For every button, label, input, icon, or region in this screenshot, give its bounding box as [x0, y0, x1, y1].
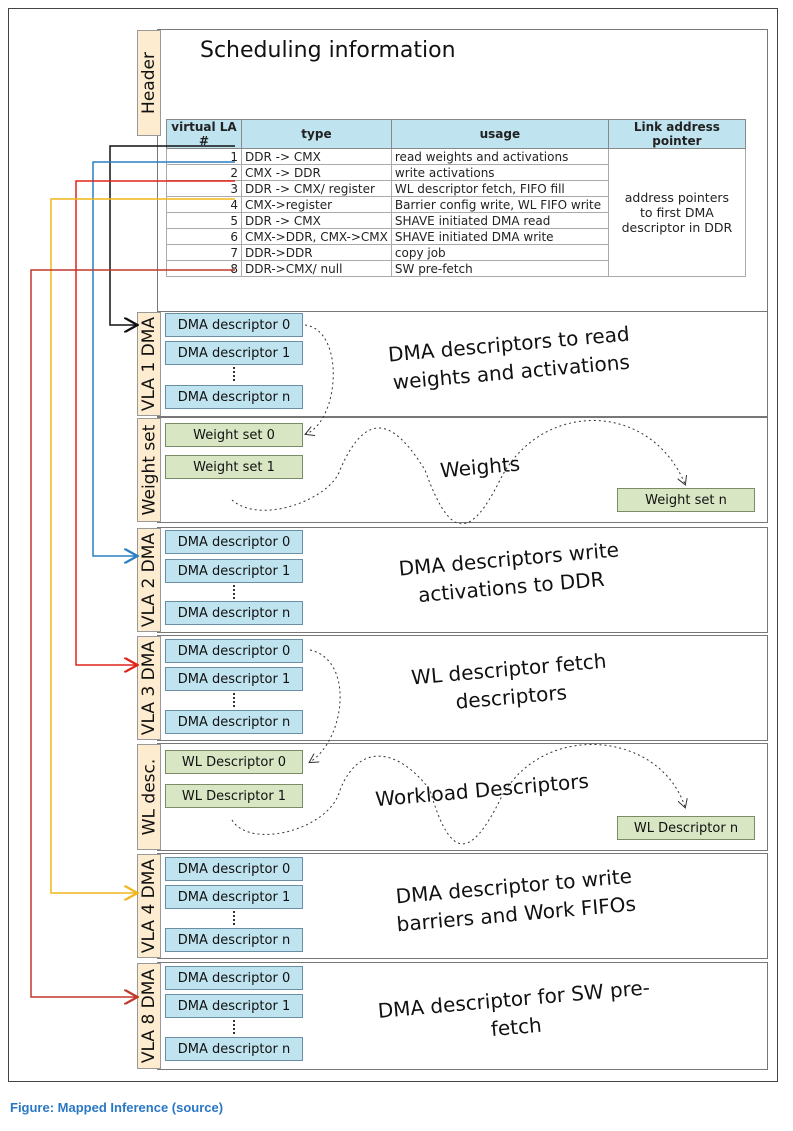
ellipsis-dots [233, 585, 235, 599]
dma-descriptor-box: DMA descriptor n [165, 601, 303, 625]
table-cell: CMX->register [241, 196, 392, 213]
dma-descriptor-box: DMA descriptor 0 [165, 313, 303, 337]
vla8-label: VLA 8 DMA [137, 963, 161, 1069]
weight-set-box: Weight set n [617, 488, 755, 512]
dma-descriptor-box: DMA descriptor n [165, 1037, 303, 1061]
table-cell: DDR->CMX/ null [241, 260, 392, 277]
column-header: virtual LA # [166, 119, 242, 149]
wl-label: WL desc. [137, 744, 161, 850]
table-cell: read weights and activations [390, 148, 609, 165]
link-line-4 [50, 198, 235, 893]
weight-set-box: Weight set 1 [165, 455, 303, 479]
table-cell: CMX -> DDR [241, 164, 392, 181]
source-link[interactable]: source [176, 1100, 219, 1115]
column-header: type [241, 119, 392, 149]
wl-descriptor-box: WL Descriptor n [617, 816, 755, 840]
vla2-label: VLA 2 DMA [137, 528, 161, 632]
table-cell: SW pre-fetch [390, 260, 609, 277]
dotted-curve [231, 744, 685, 845]
table-cell: DDR -> CMX/ register [241, 180, 392, 197]
dma-descriptor-box: DMA descriptor 0 [165, 639, 303, 663]
dma-descriptor-box: DMA descriptor 1 [165, 885, 303, 909]
ellipsis-dots [233, 1020, 235, 1034]
table-cell: 8 [166, 260, 242, 277]
table-cell: CMX->DDR, CMX->CMX [241, 228, 392, 245]
table-cell: SHAVE initiated DMA read [390, 212, 609, 229]
dma-descriptor-box: DMA descriptor 1 [165, 994, 303, 1018]
vla3-label: VLA 3 DMA [137, 636, 161, 740]
weights-label: Weight set [137, 418, 161, 522]
ellipsis-dots [233, 911, 235, 925]
dma-descriptor-box: DMA descriptor n [165, 385, 303, 409]
dotted-curve [305, 324, 334, 434]
dma-descriptor-box: DMA descriptor n [165, 928, 303, 952]
vla1-label: VLA 1 DMA [137, 312, 161, 416]
wl-descriptor-box: WL Descriptor 1 [165, 784, 303, 808]
dma-descriptor-box: DMA descriptor 1 [165, 667, 303, 691]
virtual-la-table: virtual LA # type usage Link address poi… [166, 119, 746, 277]
dma-descriptor-box: DMA descriptor 1 [165, 559, 303, 583]
dma-descriptor-box: DMA descriptor 0 [165, 530, 303, 554]
link-line-8 [30, 269, 235, 997]
table-cell: SHAVE initiated DMA write [390, 228, 609, 245]
ellipsis-dots [233, 693, 235, 707]
weight-set-box: Weight set 0 [165, 423, 303, 447]
dotted-curve [310, 649, 341, 762]
link-line-1 [109, 145, 235, 325]
dma-descriptor-box: DMA descriptor 1 [165, 341, 303, 365]
figure-caption: Figure: Mapped Inference (source) [10, 1100, 224, 1115]
wl-descriptor-box: WL Descriptor 0 [165, 750, 303, 774]
table-cell: copy job [390, 244, 609, 261]
dotted-curve [231, 420, 685, 525]
dma-descriptor-box: DMA descriptor 0 [165, 966, 303, 990]
link-line-2 [92, 161, 235, 556]
ellipsis-dots [233, 367, 235, 381]
dma-descriptor-box: DMA descriptor 0 [165, 857, 303, 881]
pointer-cell: address pointers to first DMA descriptor… [607, 148, 746, 277]
header-label: Header [137, 30, 161, 136]
vla4-label: VLA 4 DMA [137, 854, 161, 958]
link-line-3 [75, 180, 235, 665]
page-title: Scheduling information [200, 38, 456, 63]
table-cell: Barrier config write, WL FIFO write [390, 196, 609, 213]
dma-descriptor-box: DMA descriptor n [165, 710, 303, 734]
table-cell: DDR -> CMX [241, 148, 392, 165]
column-header: Link address pointer [607, 119, 746, 149]
